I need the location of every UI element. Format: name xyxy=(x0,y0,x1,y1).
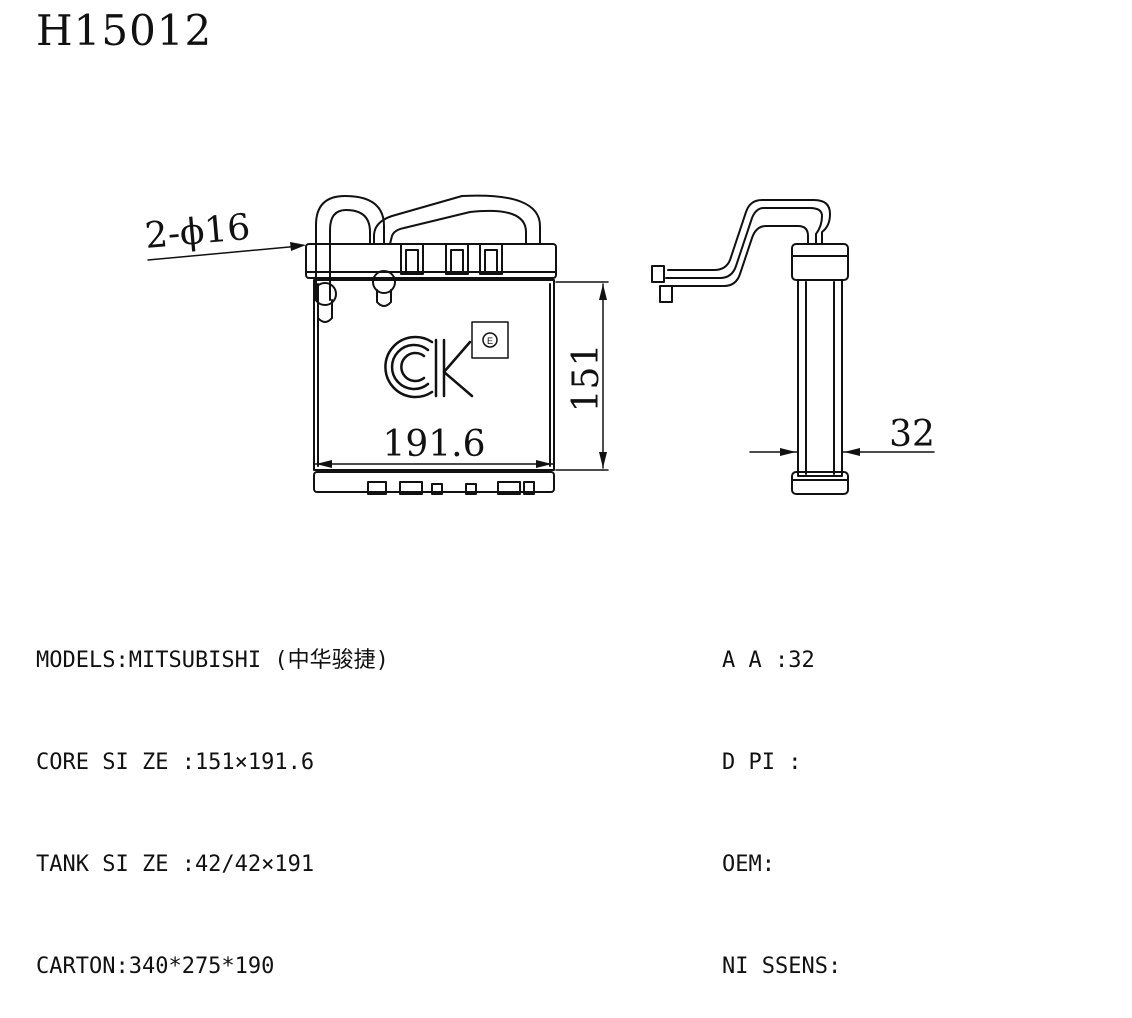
side-top-tank xyxy=(791,243,849,281)
spec-tank-size: TANK SI ZE :42/42×191 xyxy=(36,852,315,877)
tank-depth-dimension: 32 xyxy=(889,414,935,455)
spec-list-left: MODELS:MITSUBISHI (中华骏捷) CORE SI ZE :151… xyxy=(36,576,389,1018)
pipe-diameter-callout: 2-ϕ16 xyxy=(143,207,252,257)
spec-carton: CARTON:340*275*190 xyxy=(36,954,275,979)
spec-list-right: A A :32 D PI : OEM: NI SSENS: xyxy=(722,576,841,1018)
side-pipe-end-lower xyxy=(659,285,673,303)
side-bottom-tank xyxy=(791,471,849,495)
registered-mark-box xyxy=(471,321,509,359)
ck-logo xyxy=(384,335,474,399)
pipe-right xyxy=(373,194,541,245)
heater-core-drawing: E xyxy=(143,194,935,495)
spec-oem: OEM: xyxy=(722,852,775,877)
spec-nissens: NI SSENS: xyxy=(722,954,842,979)
pipe-end-right xyxy=(372,270,396,294)
top-tank xyxy=(305,243,557,279)
side-pipe xyxy=(663,225,809,287)
side-core xyxy=(797,279,843,477)
core xyxy=(313,279,555,471)
core-width-dimension: 191.6 xyxy=(382,424,485,465)
side-view xyxy=(651,199,849,495)
pipe-left xyxy=(315,195,385,301)
core-height-dimension: 151 xyxy=(566,344,607,413)
registered-mark: E xyxy=(487,336,493,346)
pipe-end-left xyxy=(313,282,337,306)
bottom-tank xyxy=(313,471,555,493)
spec-dpi: D PI : xyxy=(722,750,802,775)
spec-aa: A A :32 xyxy=(722,648,815,673)
part-number-title: H15012 xyxy=(36,6,213,55)
side-pipe-end-upper xyxy=(651,265,665,283)
front-view: E xyxy=(305,194,557,495)
spec-core-size: CORE SI ZE :151×191.6 xyxy=(36,750,315,775)
spec-models: MODELS:MITSUBISHI (中华骏捷) xyxy=(36,648,389,673)
